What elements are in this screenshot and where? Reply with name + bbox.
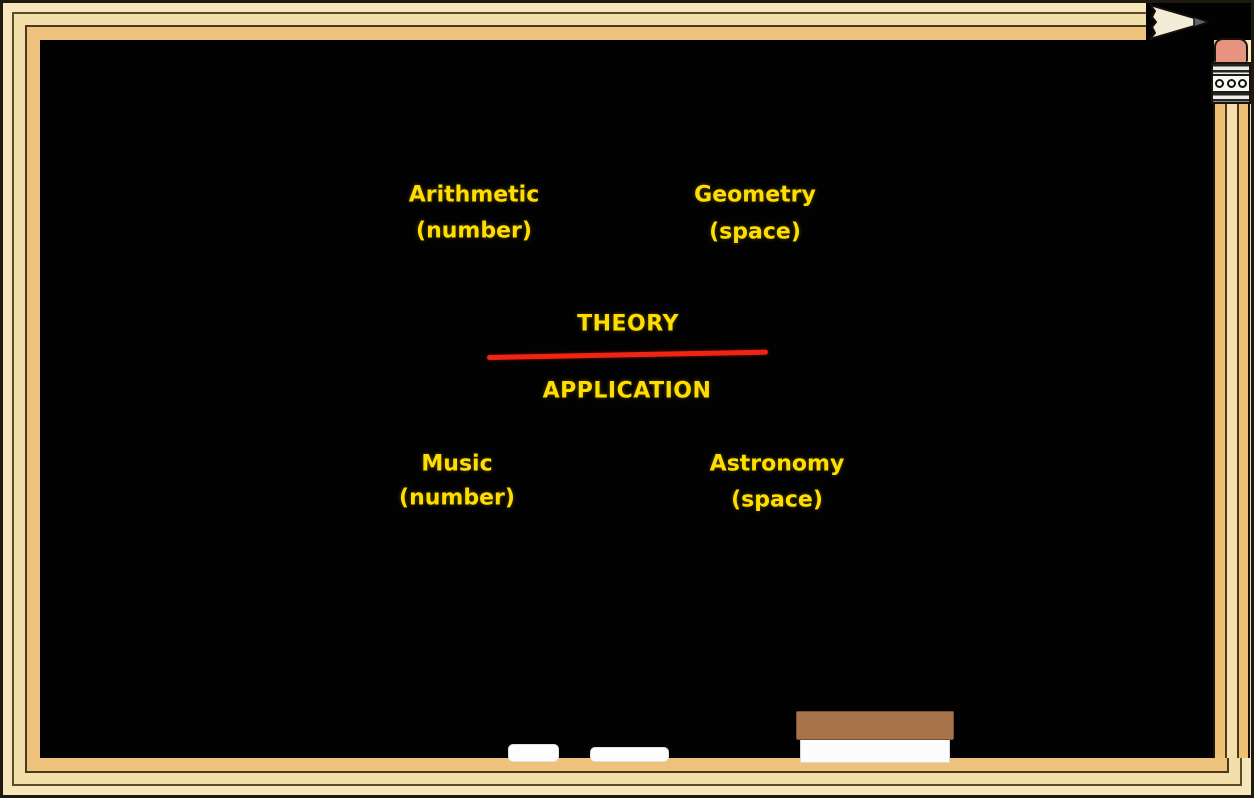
blackboard xyxy=(40,40,1214,758)
quadrant-astronomy-subtitle: (space) xyxy=(731,487,823,513)
quadrant-arithmetic-title: Arithmetic xyxy=(408,182,540,208)
quadrant-arithmetic-subtitle: (number) xyxy=(416,218,532,244)
quadrant-music-title: Music xyxy=(421,451,493,477)
ferrule-rivets xyxy=(1213,73,1249,93)
pencil-eraser-icon xyxy=(1214,38,1248,62)
rivet-icon xyxy=(1237,78,1247,88)
pencil-body xyxy=(1212,104,1250,758)
pencil-eraser-end xyxy=(1211,38,1251,758)
pencil-tip-icon xyxy=(1149,4,1209,40)
chalk-piece xyxy=(508,744,559,762)
pencil-ferrule-icon xyxy=(1211,62,1251,104)
pencil-tip-cutout xyxy=(1146,3,1251,40)
ferrule-stripes xyxy=(1213,92,1249,102)
ferrule-stripes xyxy=(1213,64,1249,74)
rivet-icon xyxy=(1226,78,1236,88)
board-eraser-felt xyxy=(800,740,950,763)
quadrant-astronomy-title: Astronomy xyxy=(709,451,845,477)
application-label: APPLICATION xyxy=(542,378,712,404)
quadrant-geometry-subtitle: (space) xyxy=(709,219,801,245)
rivet-icon xyxy=(1215,78,1225,88)
quadrant-music-subtitle: (number) xyxy=(399,485,515,511)
chalk-piece xyxy=(590,747,669,762)
board-eraser xyxy=(796,711,954,763)
quadrant-geometry-title: Geometry xyxy=(694,182,816,208)
theory-label: THEORY xyxy=(577,311,679,337)
board-eraser-wood-handle xyxy=(796,711,954,740)
